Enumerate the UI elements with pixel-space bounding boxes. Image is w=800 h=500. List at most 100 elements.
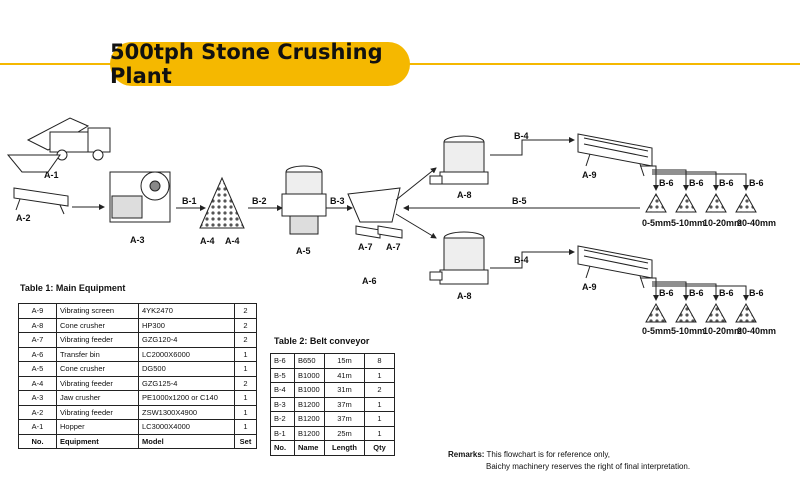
table-cell: A-6 [18, 346, 57, 362]
table-cell: PE1000x1200 or C140 [138, 390, 235, 406]
table-cell: 31m [324, 382, 365, 398]
table-cell: DG500 [138, 361, 235, 377]
label-b6-bottom-3: B-6 [719, 288, 734, 298]
table-cell: Transfer bin [56, 346, 139, 362]
label-a4-left: A-4 [200, 236, 215, 246]
table-cell: 41m [324, 367, 365, 383]
table-cell: A-1 [18, 419, 57, 435]
label-b6-bottom-4: B-6 [749, 288, 764, 298]
table2-caption: Table 2: Belt conveyor [274, 336, 370, 346]
label-b6-top-4: B-6 [749, 178, 764, 188]
table-cell: Hopper [56, 419, 139, 435]
product-label-bottom-3: 10-20mm [703, 326, 742, 336]
table-cell: A-7 [18, 332, 57, 348]
table-cell: Jaw crusher [56, 390, 139, 406]
table-cell: 1 [364, 411, 395, 427]
table-header-cell: Qty [364, 440, 395, 456]
page-title: 500tph Stone Crushing Plant [110, 40, 410, 88]
table-cell: A-4 [18, 375, 57, 391]
table-header-cell: Model [138, 433, 235, 449]
label-a5: A-5 [296, 246, 311, 256]
product-label-top-3: 10-20mm [703, 218, 742, 228]
label-a8-bottom: A-8 [457, 291, 472, 301]
table-cell: 8 [364, 353, 395, 369]
table-cell: B650 [294, 353, 325, 369]
table-cell: Vibrating feeder [56, 404, 139, 420]
label-a1: A-1 [44, 170, 59, 180]
table-cell: A-5 [18, 361, 57, 377]
label-a7-right: A-7 [386, 242, 401, 252]
label-b3: B-3 [330, 196, 345, 206]
table-cell: B-4 [270, 382, 295, 398]
label-b6-bottom-2: B-6 [689, 288, 704, 298]
table-cell: 1 [234, 404, 257, 420]
label-b6-bottom-1: B-6 [659, 288, 674, 298]
product-piles-top [645, 192, 757, 213]
label-a6: A-6 [362, 276, 377, 286]
table-cell: Vibrating feeder [56, 332, 139, 348]
table-header-cell: No. [270, 440, 295, 456]
table-header-cell: Equipment [56, 433, 139, 449]
table-header-cell: Length [324, 440, 365, 456]
table-cell: 2 [234, 303, 257, 319]
remarks-label: Remarks: [448, 450, 485, 459]
label-a9-top: A-9 [582, 170, 597, 180]
product-label-bottom-1: 0-5mm [642, 326, 671, 336]
table-cell: 1 [364, 367, 395, 383]
table-header-cell: No. [18, 433, 57, 449]
table-cell: 37m [324, 396, 365, 412]
cone-crusher-a8-bottom-icon [429, 231, 489, 285]
table-cell: B1200 [294, 425, 325, 441]
label-a3: A-3 [130, 235, 145, 245]
product-label-bottom-4: 20-40mm [737, 326, 776, 336]
table-cell: 2 [364, 382, 395, 398]
table-cell: B-3 [270, 396, 295, 412]
cone-crusher-a8-top-icon [429, 135, 489, 185]
table-header-cell: Name [294, 440, 325, 456]
table-cell: B-6 [270, 353, 295, 369]
label-b5: B-5 [512, 196, 527, 206]
label-b6-top-2: B-6 [689, 178, 704, 188]
vibrating-feeder-a2-icon [13, 187, 69, 215]
product-label-bottom-2: 5-10mm [671, 326, 705, 336]
table-cell: 15m [324, 353, 365, 369]
table-cell: 1 [234, 346, 257, 362]
label-a8-top: A-8 [457, 190, 472, 200]
table-cell: LC3000X4000 [138, 419, 235, 435]
label-a4-right: A-4 [225, 236, 240, 246]
label-a7-left: A-7 [358, 242, 373, 252]
table-cell: B1200 [294, 411, 325, 427]
table-cell: ZSW1300X4900 [138, 404, 235, 420]
table-cell: B-1 [270, 425, 295, 441]
table-cell: A-9 [18, 303, 57, 319]
table1-caption: Table 1: Main Equipment [20, 283, 126, 293]
table-cell: 1 [364, 425, 395, 441]
table-cell: A-2 [18, 404, 57, 420]
product-piles-bottom [645, 302, 757, 323]
remarks-line1: This flowchart is for reference only, [486, 450, 610, 459]
table-cell: GZG125-4 [138, 375, 235, 391]
table-cell: Cone crusher [56, 361, 139, 377]
remarks-line2: Baichy machinery reserves the right of f… [486, 462, 691, 471]
table-cell: LC2000X6000 [138, 346, 235, 362]
table-cell: A-8 [18, 317, 57, 333]
table-cell: 1 [234, 419, 257, 435]
dump-truck-icon [26, 117, 111, 161]
table-cell: 1 [234, 361, 257, 377]
table-cell: Vibrating screen [56, 303, 139, 319]
table-cell: 2 [234, 317, 257, 333]
